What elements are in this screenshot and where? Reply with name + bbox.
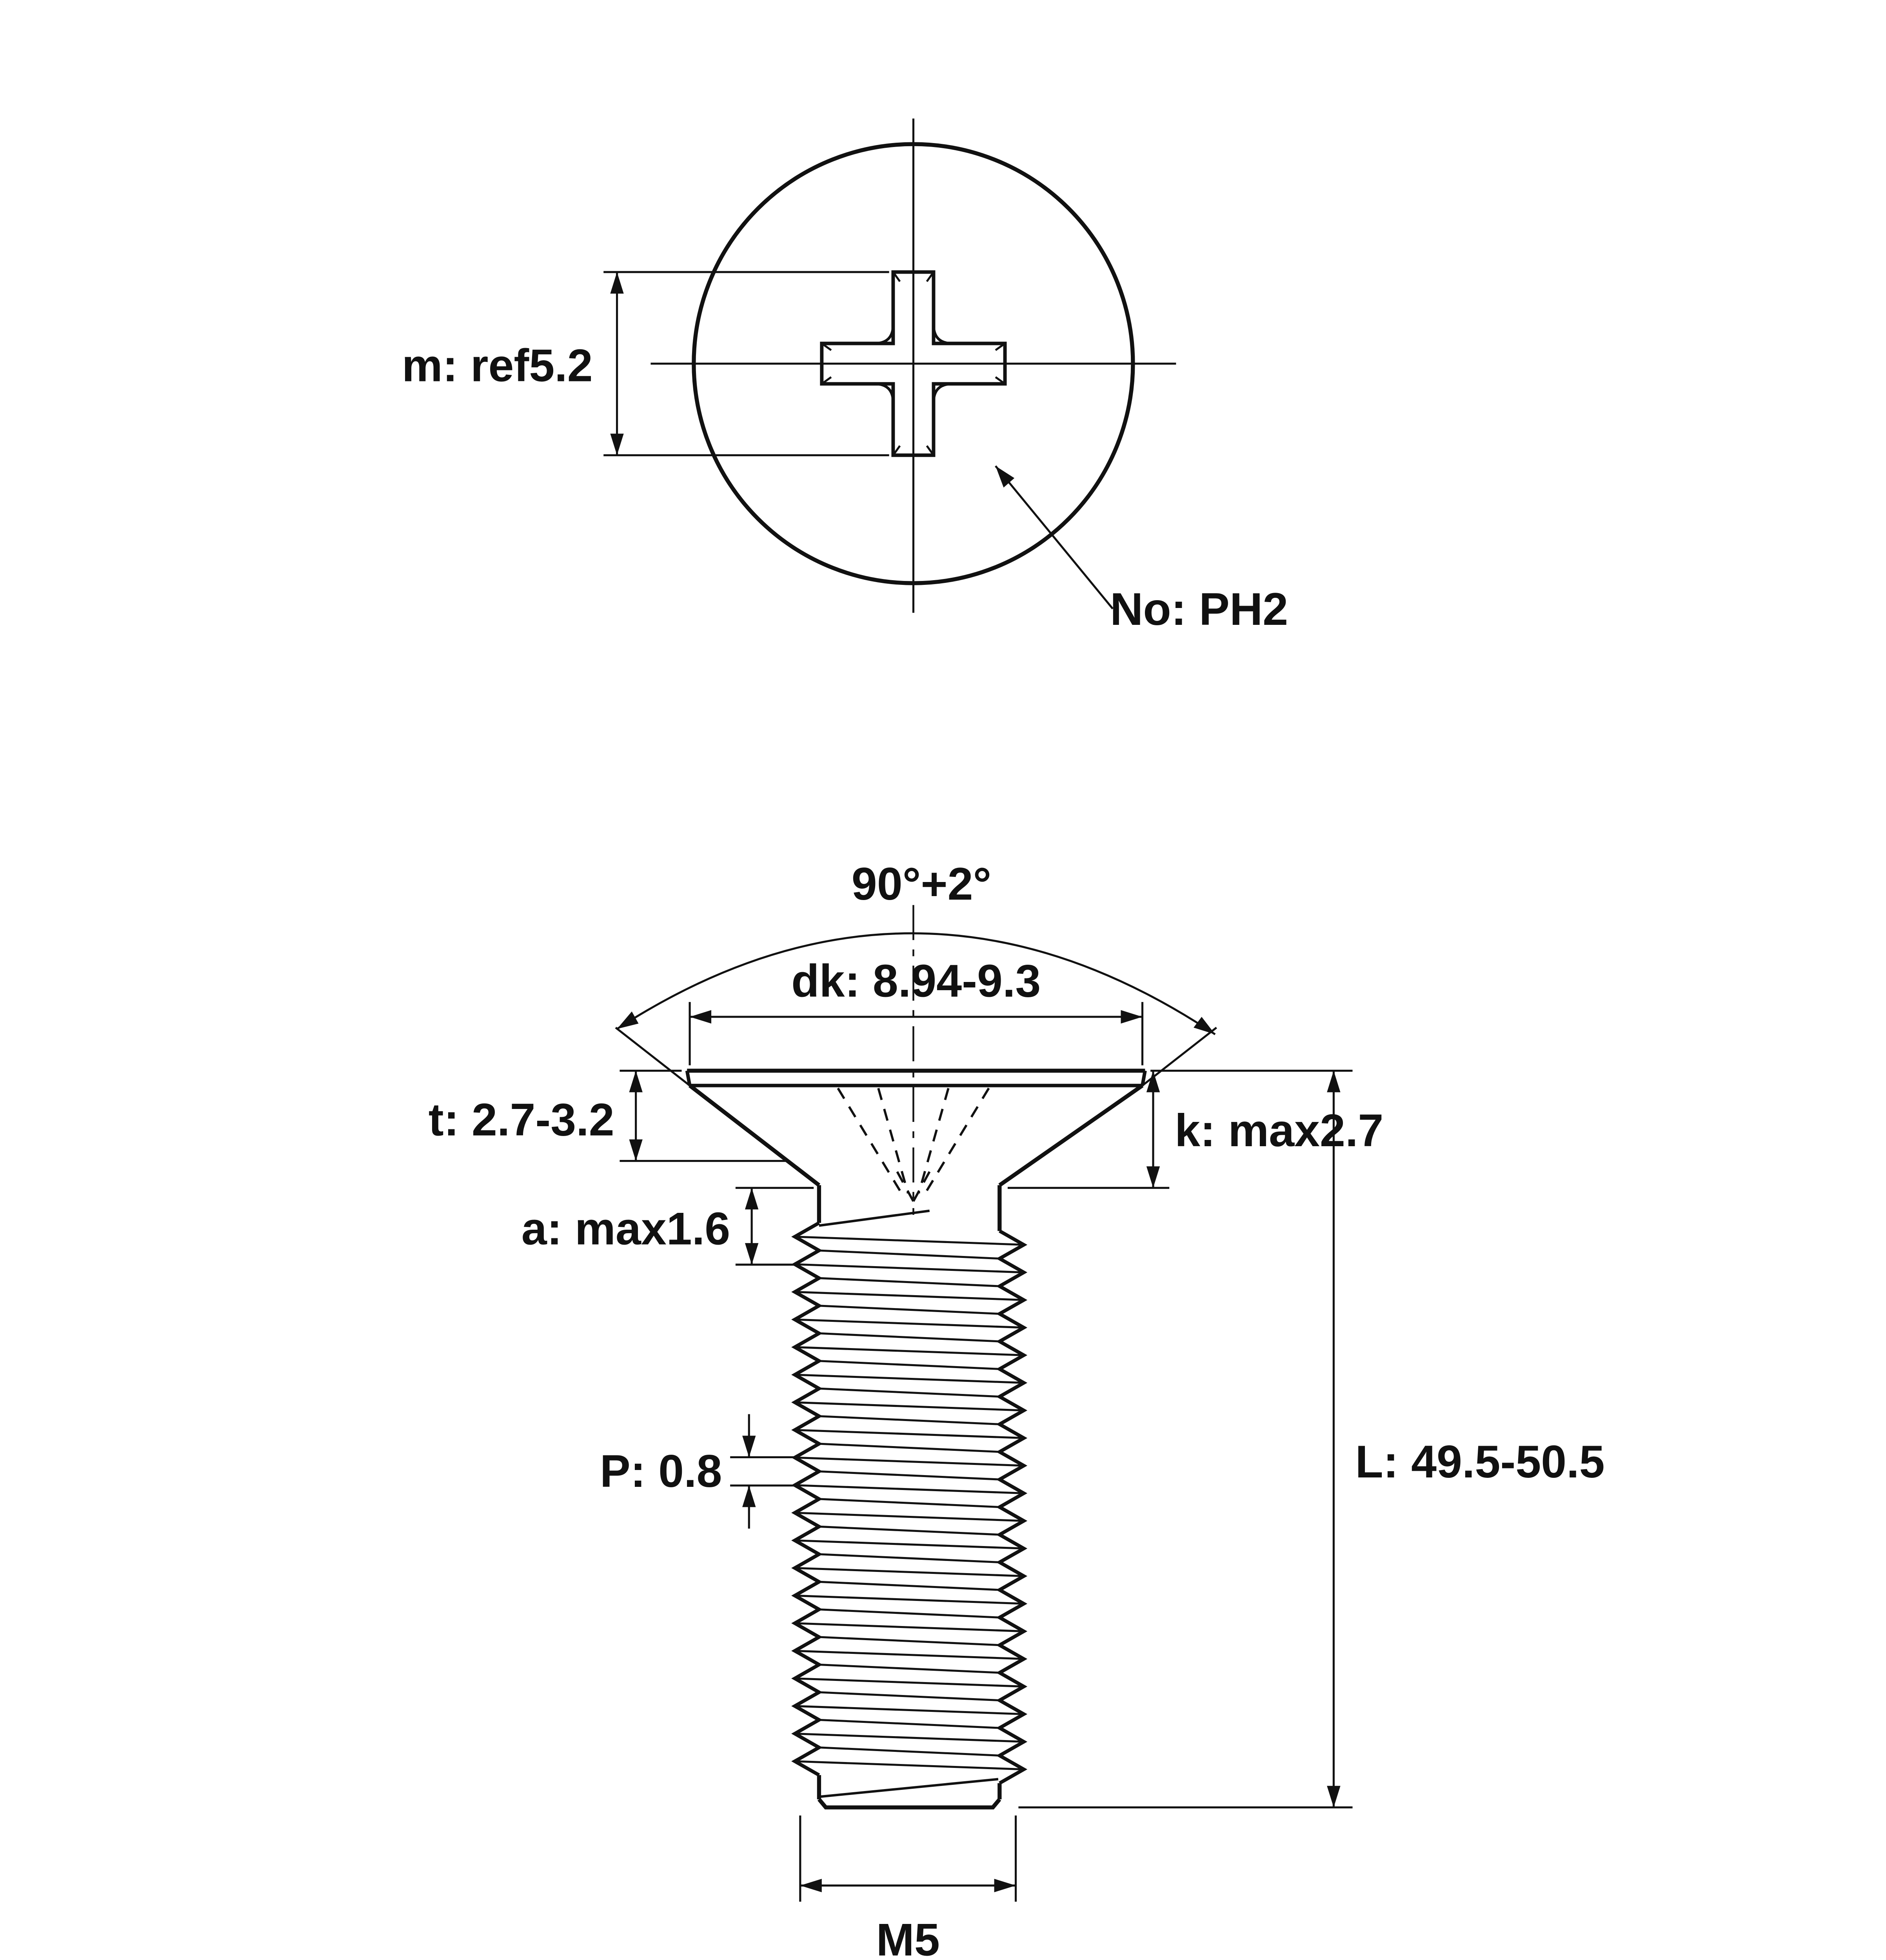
dimension-recess-width: m: ref5.2 xyxy=(402,271,889,456)
arrow-leader-icon xyxy=(995,466,1015,488)
leader-line xyxy=(995,465,1114,610)
dimension-thread-spec: M5 xyxy=(799,1815,1017,1960)
recess-depth-label: t: 2.7-3.2 xyxy=(429,1094,614,1145)
arrow-down-icon xyxy=(1146,1166,1160,1188)
arrow-up-icon xyxy=(1146,1071,1160,1093)
arrow-up-icon xyxy=(610,272,624,294)
dimension-thread-pitch: P: 0.8 xyxy=(600,1414,795,1529)
dimension-recess-depth: t: 2.7-3.2 xyxy=(429,1069,787,1162)
dimension-head-height: k: max2.7 xyxy=(1007,1069,1383,1189)
thread-root-lines xyxy=(819,1249,1000,1757)
angle-arc xyxy=(616,932,1216,1035)
arrow-down-icon xyxy=(610,434,624,456)
dimension-total-length: L: 49.5-50.5 xyxy=(1018,1071,1605,1809)
arrow-arc-left-icon xyxy=(617,1011,639,1029)
shank-neck xyxy=(817,1185,1002,1231)
driver-size-label: No: PH2 xyxy=(1110,583,1288,635)
arrow-up-icon xyxy=(629,1071,643,1093)
arrow-up-icon xyxy=(742,1485,756,1507)
thread-pitch-label: P: 0.8 xyxy=(600,1445,722,1497)
thread-profile-left xyxy=(791,1221,823,1777)
leader-driver-size: No: PH2 xyxy=(995,465,1288,635)
phillips-recess-wings xyxy=(874,324,953,403)
head-diameter-label: dk: 8.94-9.3 xyxy=(791,955,1041,1006)
arrow-left-icon xyxy=(800,1878,822,1893)
arrow-arc-right-icon xyxy=(1194,1016,1216,1034)
head-rim-edge xyxy=(685,1070,1147,1087)
arrow-left-icon xyxy=(690,1010,712,1024)
cone-extension-lines xyxy=(615,1027,1217,1087)
dimension-unthreaded-length: a: max1.6 xyxy=(521,1187,814,1266)
arrow-down-icon xyxy=(745,1243,759,1265)
unthreaded-length-label: a: max1.6 xyxy=(521,1203,730,1254)
thread-crest-lines xyxy=(794,1236,1024,1771)
side-view: 90°+2° dk: 8.94-9.3 t: 2.7-3.2 k: max2.7 xyxy=(429,858,1605,1960)
arrow-down-icon xyxy=(1327,1786,1341,1808)
screw-body xyxy=(685,1069,1147,1809)
total-length-label: L: 49.5-50.5 xyxy=(1355,1436,1604,1487)
top-view: m: ref5.2 No: PH2 xyxy=(402,118,1288,635)
head-height-label: k: max2.7 xyxy=(1175,1105,1383,1156)
countersink-cone-right xyxy=(998,1083,1144,1187)
countersink-cone-left xyxy=(688,1084,821,1187)
thread-runout-tip xyxy=(820,1778,999,1798)
phillips-recess-chamfer-ticks xyxy=(821,271,1006,456)
arrow-down-icon xyxy=(629,1139,643,1161)
hidden-recess-lines xyxy=(837,1087,990,1202)
screw-tip xyxy=(817,1775,1002,1809)
arrow-right-icon xyxy=(1121,1010,1143,1024)
head-outline-circle xyxy=(692,142,1135,585)
arrow-up-icon xyxy=(745,1188,759,1210)
arrow-right-icon xyxy=(994,1878,1016,1893)
recess-width-label: m: ref5.2 xyxy=(402,339,593,391)
countersink-angle-label: 90°+2° xyxy=(852,858,991,909)
thread-profile-right xyxy=(996,1229,1028,1785)
dimension-head-diameter: dk: 8.94-9.3 xyxy=(689,955,1144,1065)
thread-spec-label: M5 xyxy=(876,1914,940,1960)
thread-runout-top xyxy=(819,1209,930,1227)
arrow-down-icon xyxy=(742,1436,756,1457)
arrow-up-icon xyxy=(1327,1071,1341,1093)
